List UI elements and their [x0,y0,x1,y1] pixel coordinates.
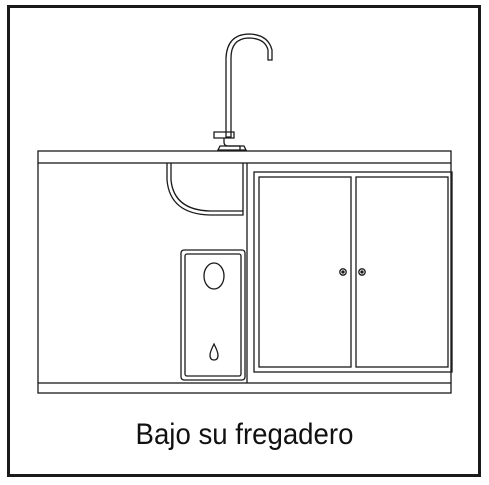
diagram-frame [7,5,481,477]
sink-basin [166,163,244,216]
faucet-icon [213,33,273,151]
water-drop-icon [209,342,219,361]
double-door-cabinet [253,171,453,373]
countertop [37,150,452,383]
caption-text: Bajo su fregadero [135,418,354,451]
cabinet-base [37,382,452,394]
water-filter-unit [180,249,246,381]
